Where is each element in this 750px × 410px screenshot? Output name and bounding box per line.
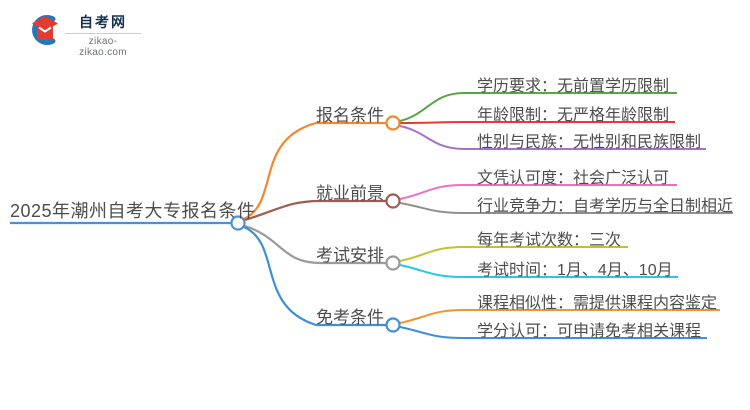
branch-line-exemption (243, 225, 386, 327)
logo-title: 自考网 (79, 14, 127, 30)
branch-line-registration (243, 121, 386, 220)
child-label-course-similarity[interactable]: 课程相似性：需提供课程内容鉴定 (477, 295, 718, 312)
branch-label-registration[interactable]: 报名条件 (316, 106, 384, 125)
child-line-exam-time (399, 264, 678, 278)
branch-node-circle-exemption[interactable] (385, 317, 401, 333)
child-label-credit-recognition[interactable]: 学分认可：可申请免考相关课程 (477, 323, 702, 340)
branch-label-exemption[interactable]: 免考条件 (316, 308, 384, 327)
child-line-gender-ethnic (399, 125, 706, 150)
branch-label-exam[interactable]: 考试安排 (316, 246, 384, 265)
child-label-diploma-recognition[interactable]: 文凭认可度：社会广泛认可 (477, 170, 670, 187)
root-node-label[interactable]: 2025年潮州自考大专报名条件 (10, 201, 256, 221)
child-line-credit-recognition (399, 326, 707, 339)
child-line-age-limit (399, 121, 675, 124)
child-label-exam-time[interactable]: 考试时间：1月、4月、10月 (477, 262, 673, 279)
branch-line-exam (244, 224, 386, 265)
site-logo[interactable]: 自考网 zikao-zikao.com (28, 12, 141, 58)
child-label-age-limit[interactable]: 年龄限制：无严格年龄限制 (477, 107, 670, 124)
child-line-exam-frequency (399, 246, 628, 262)
branch-line-career (244, 199, 386, 222)
child-label-exam-frequency[interactable]: 每年考试次数：三次 (477, 232, 622, 249)
child-line-diploma-recognition (399, 184, 677, 200)
logo-domain: zikao-zikao.com (79, 36, 127, 58)
logo-cap-shape (32, 16, 58, 40)
branch-label-career[interactable]: 就业前景 (316, 184, 384, 203)
branch-node-circle-registration[interactable] (385, 115, 401, 131)
child-line-education-req (399, 92, 677, 122)
child-line-industry-competitive (399, 202, 733, 214)
child-label-industry-competitive[interactable]: 行业竞争力：自考学历与全日制相近 (477, 198, 734, 215)
graduation-cap-logo-icon (32, 15, 58, 45)
root-node-circle[interactable] (230, 215, 246, 231)
child-line-course-similarity (399, 309, 720, 324)
branch-node-circle-exam[interactable] (385, 255, 401, 271)
branch-node-circle-career[interactable] (385, 193, 401, 209)
child-label-gender-ethnic[interactable]: 性别与民族：无性别和民族限制 (477, 134, 702, 151)
child-label-education-req[interactable]: 学历要求：无前置学历限制 (477, 78, 670, 95)
logo-divider (65, 33, 141, 34)
